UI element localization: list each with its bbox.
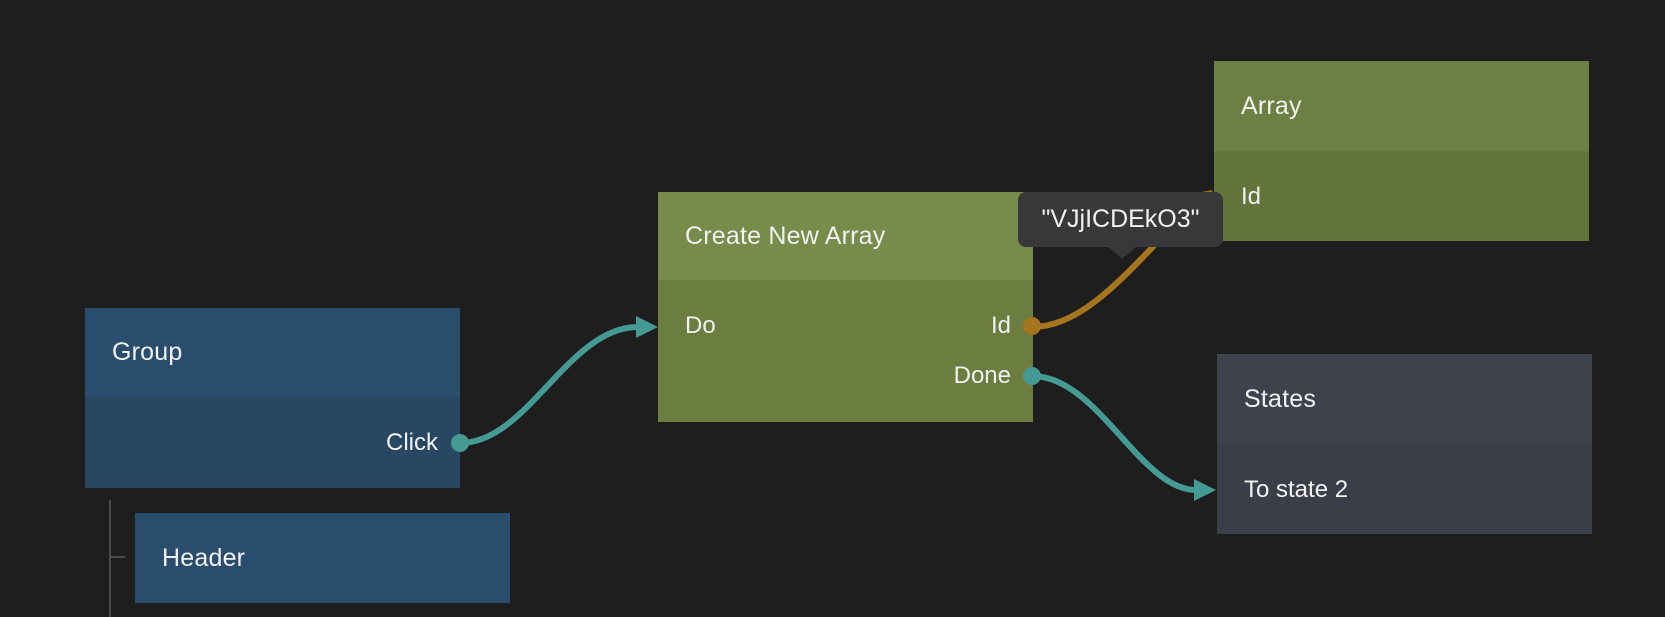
output-port-label-done: Done	[953, 362, 1011, 389]
port-done[interactable]	[1023, 367, 1041, 385]
input-port-label-id: Id	[1241, 183, 1262, 210]
node-group-body: Click	[85, 397, 460, 488]
arrowhead-to-state-2-input	[1194, 479, 1216, 501]
node-title: Array	[1241, 91, 1302, 120]
hierarchy-line-tick	[110, 556, 125, 558]
node-array[interactable]: Array Id	[1214, 61, 1589, 241]
node-array-body: Id	[1214, 151, 1589, 241]
arrowhead-do-input	[636, 316, 658, 338]
node-create-new-array[interactable]: Create New Array Do Id Done	[658, 192, 1033, 422]
node-title: Group	[112, 338, 183, 366]
value-tooltip-text: "VJjICDEkO3"	[1041, 205, 1200, 233]
port-id[interactable]	[1023, 317, 1041, 335]
input-port-label-to-state-2: To state 2	[1244, 476, 1349, 503]
node-states-body: To state 2	[1217, 444, 1592, 534]
output-port-label-click: Click	[386, 429, 438, 456]
node-title: Create New Array	[685, 221, 886, 250]
node-header-header[interactable]: Header	[135, 513, 510, 603]
node-array-header[interactable]: Array	[1214, 61, 1589, 151]
value-tooltip: "VJjICDEkO3"	[1018, 192, 1223, 259]
node-group-header[interactable]: Group	[85, 308, 460, 397]
node-title: States	[1244, 384, 1317, 413]
connection-click-to-do[interactable]	[459, 324, 639, 446]
node-create-new-array-body: Do Id Done	[658, 280, 1033, 422]
node-states-header[interactable]: States	[1217, 354, 1592, 444]
node-create-new-array-header[interactable]: Create New Array	[658, 192, 1033, 280]
hierarchy-line-vertical	[109, 500, 111, 617]
input-port-label-do: Do	[685, 312, 716, 339]
output-port-label-id: Id	[990, 312, 1011, 339]
value-tooltip-pointer	[1107, 246, 1137, 259]
node-states[interactable]: States To state 2	[1217, 354, 1592, 534]
node-group[interactable]: Group Click	[85, 308, 460, 488]
node-title: Header	[162, 543, 246, 572]
port-click[interactable]	[451, 434, 469, 452]
connection-done-to-state-2[interactable]	[1031, 373, 1197, 493]
node-header[interactable]: Header	[135, 513, 510, 603]
